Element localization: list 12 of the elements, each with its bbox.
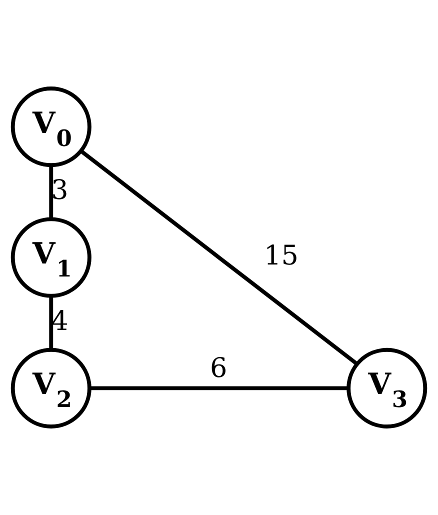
- node-circle: V$_{3}$: [346, 348, 428, 428]
- connector: [80, 149, 358, 366]
- edge-label: 4: [51, 306, 68, 337]
- edge-label: 6: [210, 353, 228, 384]
- node-circle: V$_{2}$: [10, 348, 92, 428]
- node-circle: V$_{1}$: [10, 217, 92, 298]
- node-circle: V$_{0}$: [10, 86, 92, 168]
- connector: [49, 296, 54, 350]
- connector: [90, 386, 348, 390]
- edge-label: 15: [264, 240, 298, 272]
- connector: [49, 165, 54, 220]
- edge-label: 3: [51, 175, 68, 206]
